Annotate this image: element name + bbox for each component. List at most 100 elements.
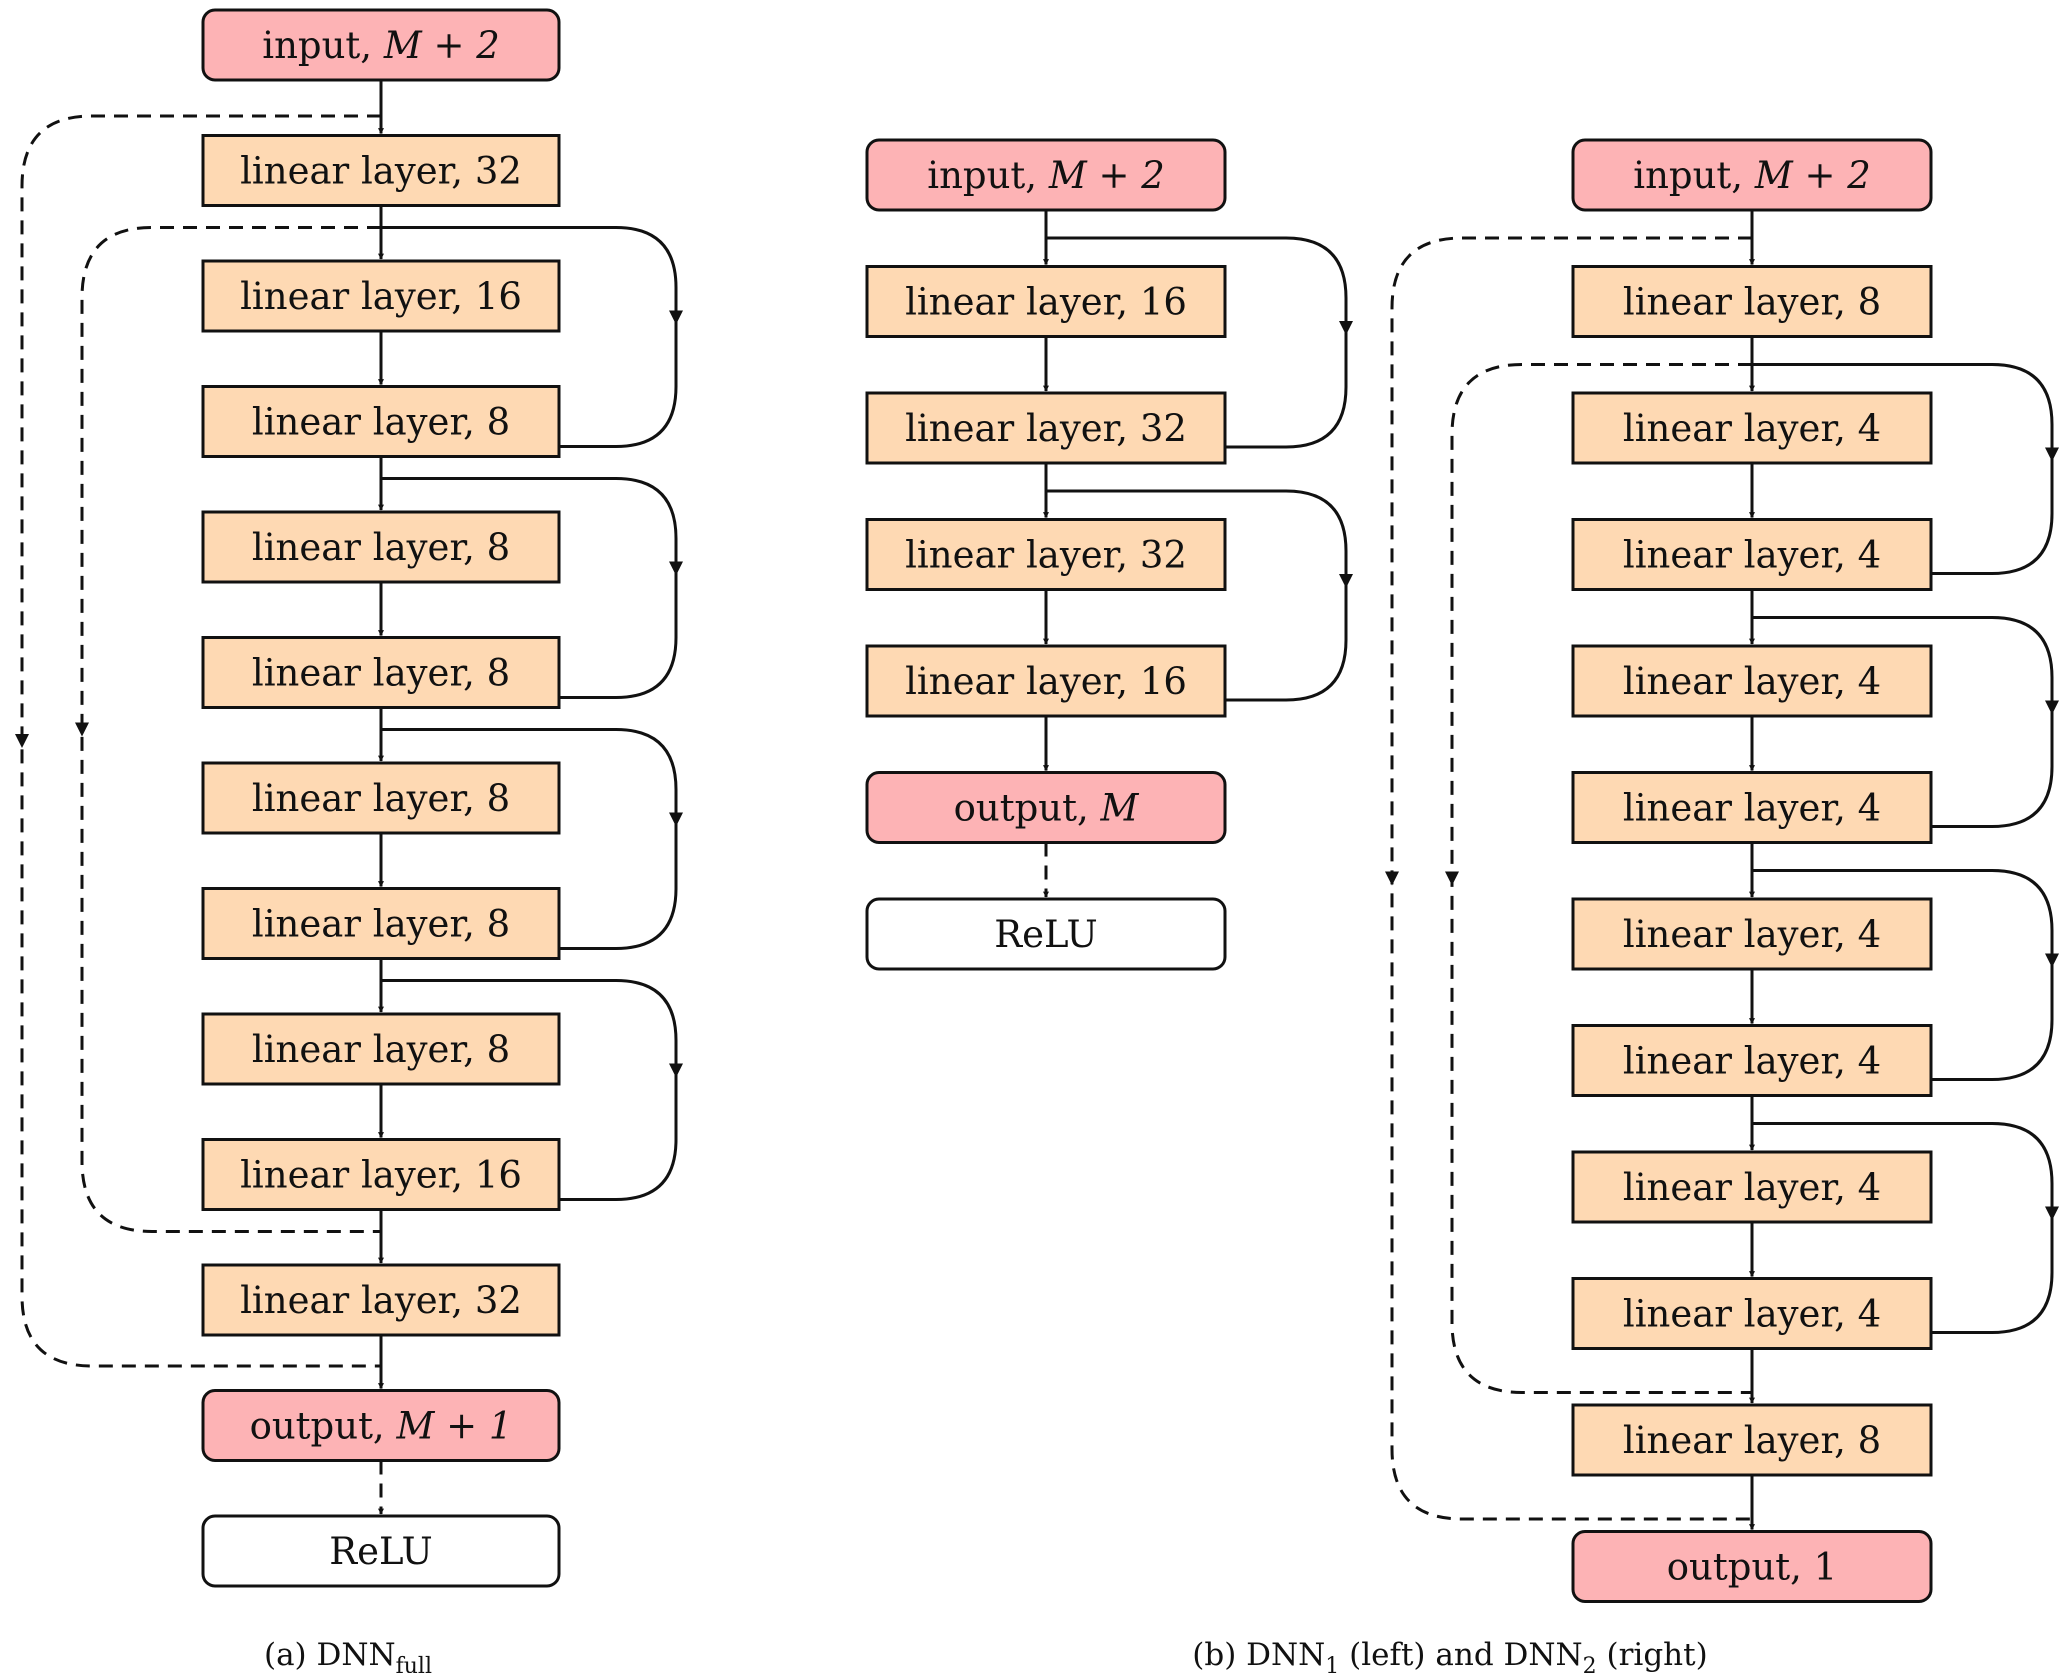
- caption-b-part1: (b) DNN: [1192, 1637, 1325, 1673]
- node-box: [1571, 897, 1933, 971]
- node-label-text: output,: [250, 1405, 397, 1448]
- panel_b_right-residual-skip-0-arrow: [2045, 447, 2059, 462]
- node-label-text: linear layer, 32: [905, 534, 1187, 577]
- caption-b-sub1: 1: [1325, 1654, 1339, 1673]
- panel_a-inner-dashed-skip-arrow: [75, 722, 89, 737]
- node-label: linear layer, 8: [252, 652, 510, 695]
- node-label: output, M + 1: [250, 1405, 513, 1448]
- node-label-text: linear layer, 16: [240, 1154, 522, 1197]
- panel_a-node-5-linear-layer-8: linear layer, 8: [201, 636, 561, 709]
- node-box: [1571, 1024, 1933, 1097]
- node-box: [865, 518, 1227, 591]
- node-box: [201, 8, 561, 82]
- panel_b_right-node-9-linear-layer-4: linear layer, 4: [1571, 1277, 1933, 1350]
- node-box: [201, 1514, 561, 1588]
- node-label-text: linear layer, 32: [905, 407, 1187, 450]
- panel_b_right-node-3-linear-layer-4: linear layer, 4: [1571, 518, 1933, 591]
- panel_a-node-0-input-m-2: input, M + 2: [201, 8, 561, 82]
- panel_b_left-residual-skip-1-arrow: [1339, 574, 1353, 588]
- panel_a-outer-dashed-skip-arrow: [15, 734, 29, 748]
- panel_a-node-1-linear-layer-32: linear layer, 32: [201, 134, 561, 207]
- node-label: linear layer, 4: [1623, 1040, 1881, 1083]
- node-label: linear layer, 4: [1623, 534, 1881, 577]
- panel_b_right-node-1-linear-layer-8: linear layer, 8: [1571, 265, 1933, 338]
- node-label-text: linear layer, 4: [1623, 660, 1881, 703]
- panel_a-node-6-linear-layer-8: linear layer, 8: [201, 761, 561, 835]
- node-label: linear layer, 32: [240, 150, 522, 193]
- panel_b_right-node-8-linear-layer-4: linear layer, 4: [1571, 1150, 1933, 1224]
- panel_b_left-node-6-relu: ReLU: [865, 897, 1227, 971]
- panel_a-node-11-output-m-1: output, M + 1: [201, 1389, 561, 1462]
- node-label-text: input,: [1633, 154, 1755, 197]
- node-box: [201, 134, 561, 207]
- node-label-text: input,: [927, 154, 1049, 197]
- node-label: linear layer, 4: [1623, 1166, 1881, 1209]
- panel_b_right-outer-dashed-skip-arrow: [1385, 871, 1399, 886]
- node-label-text: linear layer, 4: [1623, 1040, 1881, 1083]
- node-label-text: linear layer, 4: [1623, 1293, 1881, 1336]
- node-box: [865, 391, 1227, 465]
- panel_a-residual-skip-0-arrow: [669, 310, 683, 325]
- node-label-text: linear layer, 8: [252, 526, 510, 569]
- node-label: output, M: [954, 787, 1140, 830]
- panel_b_right-residual-skip-2: [1752, 869, 2054, 1081]
- node-box: [865, 897, 1227, 971]
- node-label-text: linear layer, 8: [252, 777, 510, 820]
- node-box: [865, 138, 1227, 212]
- panel_b_right-residual-skip-3: [1752, 1122, 2054, 1334]
- panel_a-residual-skip-1-arrow: [669, 561, 683, 576]
- caption-a-prefix: (a) DNN: [264, 1637, 396, 1673]
- node-label-text: linear layer, 4: [1623, 407, 1881, 450]
- node-box: [1571, 771, 1933, 844]
- node-label-text: linear layer, 4: [1623, 1166, 1881, 1209]
- node-label-math: M + 2: [383, 24, 500, 67]
- node-label-math: M + 1: [395, 1405, 512, 1448]
- node-label-text: ReLU: [994, 913, 1097, 956]
- node-label-text: linear layer, 8: [252, 903, 510, 946]
- node-label: linear layer, 16: [905, 281, 1187, 324]
- node-label: linear layer, 32: [240, 1279, 522, 1322]
- node-label: ReLU: [994, 913, 1097, 956]
- node-box: [1571, 518, 1933, 591]
- panel_b_right-residual-skip-3-arrow: [2045, 1206, 2059, 1221]
- node-label: linear layer, 4: [1623, 787, 1881, 830]
- node-label-text: linear layer, 16: [240, 275, 522, 318]
- panel_b_right-node-11-output-1: output, 1: [1571, 1530, 1933, 1603]
- node-label: input, M + 2: [927, 154, 1165, 197]
- panel_b_right-node-6-linear-layer-4: linear layer, 4: [1571, 897, 1933, 971]
- node-label-text: output, 1: [1667, 1546, 1837, 1589]
- panel_a-residual-skip-0: [381, 226, 678, 448]
- panel_a-node-8-linear-layer-8: linear layer, 8: [201, 1012, 561, 1086]
- node-label-math: M + 2: [1048, 154, 1165, 197]
- node-label: linear layer, 16: [240, 275, 522, 318]
- panel_b_left-residual-skip-0: [1046, 236, 1348, 449]
- node-label-text: linear layer, 8: [252, 652, 510, 695]
- node-box: [865, 771, 1227, 844]
- caption-a: (a) DNNfull: [264, 1637, 432, 1673]
- node-label: ReLU: [329, 1530, 432, 1573]
- node-label: linear layer, 4: [1623, 407, 1881, 450]
- panel_a-node-10-linear-layer-32: linear layer, 32: [201, 1263, 561, 1337]
- connections: [15, 80, 2059, 1531]
- panel_b_right-residual-skip-0: [1752, 363, 2054, 575]
- node-label-text: input,: [262, 24, 384, 67]
- caption-b-part2: (left) and DNN: [1339, 1637, 1582, 1673]
- panel_a-node-12-relu: ReLU: [201, 1514, 561, 1588]
- panel_b_left-node-0-input-m-2: input, M + 2: [865, 138, 1227, 212]
- node-box: [201, 1138, 561, 1211]
- node-label: linear layer, 32: [905, 407, 1187, 450]
- panel_b_left-residual-skip-1: [1046, 489, 1348, 702]
- panel_b_right-node-0-input-m-2: input, M + 2: [1571, 138, 1933, 212]
- panel_b_left-node-2-linear-layer-32: linear layer, 32: [865, 391, 1227, 465]
- node-label: linear layer, 8: [252, 903, 510, 946]
- node-box: [1571, 138, 1933, 212]
- node-label: linear layer, 8: [1623, 281, 1881, 324]
- panel_b_left-node-3-linear-layer-32: linear layer, 32: [865, 518, 1227, 591]
- node-label-text: linear layer, 8: [252, 401, 510, 444]
- panel_b_right-node-5-linear-layer-4: linear layer, 4: [1571, 771, 1933, 844]
- panel_b_left-node-1-linear-layer-16: linear layer, 16: [865, 265, 1227, 338]
- node-box: [1571, 644, 1933, 718]
- panel_b_right-residual-skip-1-arrow: [2045, 700, 2059, 715]
- node-label-math: M: [1100, 787, 1140, 830]
